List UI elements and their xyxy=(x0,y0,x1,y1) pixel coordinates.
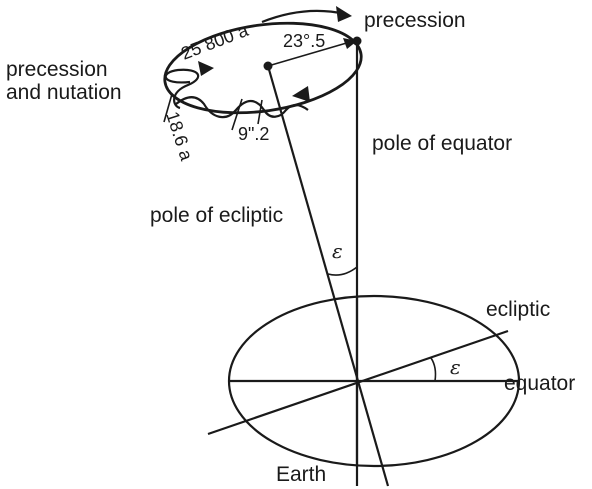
period-nutation-label: 18.6 a xyxy=(162,109,197,164)
equator-pole-dot xyxy=(352,36,362,46)
precession-ellipse xyxy=(163,21,363,115)
precession-nutation-label-2: and nutation xyxy=(6,81,122,104)
angle-23-5-label: 23°.5 xyxy=(283,31,325,51)
pole-of-ecliptic-label: pole of ecliptic xyxy=(150,204,283,227)
pole-of-equator-label: pole of equator xyxy=(372,132,512,155)
ecliptic-pole-dot xyxy=(263,61,273,71)
period-tick-right xyxy=(231,98,243,131)
nutation-loop-arrowhead xyxy=(198,61,214,76)
precession-arrow-path xyxy=(261,9,346,24)
radius-23-5-line xyxy=(267,41,351,67)
ellipse-lower-arrowhead xyxy=(292,86,310,102)
nutation-loop xyxy=(164,68,200,110)
epsilon-lower-arc xyxy=(430,357,437,382)
period-precession-label: 25 800 a xyxy=(178,20,252,64)
epsilon-upper-arc xyxy=(327,266,358,276)
amplitude-tick xyxy=(257,99,263,125)
epsilon-upper-label: ε xyxy=(332,239,343,263)
precession-top-label: precession xyxy=(364,9,466,32)
nutation-wave xyxy=(175,96,309,119)
precession-nutation-label-1: precession xyxy=(6,58,108,81)
earth-label: Earth xyxy=(276,463,326,486)
pole-of-ecliptic-axis xyxy=(266,65,390,487)
period-tick-left xyxy=(163,93,173,123)
ecliptic-label: ecliptic xyxy=(486,298,550,321)
precession-arrowhead xyxy=(336,6,352,22)
epsilon-lower-label: ε xyxy=(450,355,461,379)
nutation-amplitude-label: 9".2 xyxy=(238,124,269,144)
equator-label: equator xyxy=(504,372,575,395)
